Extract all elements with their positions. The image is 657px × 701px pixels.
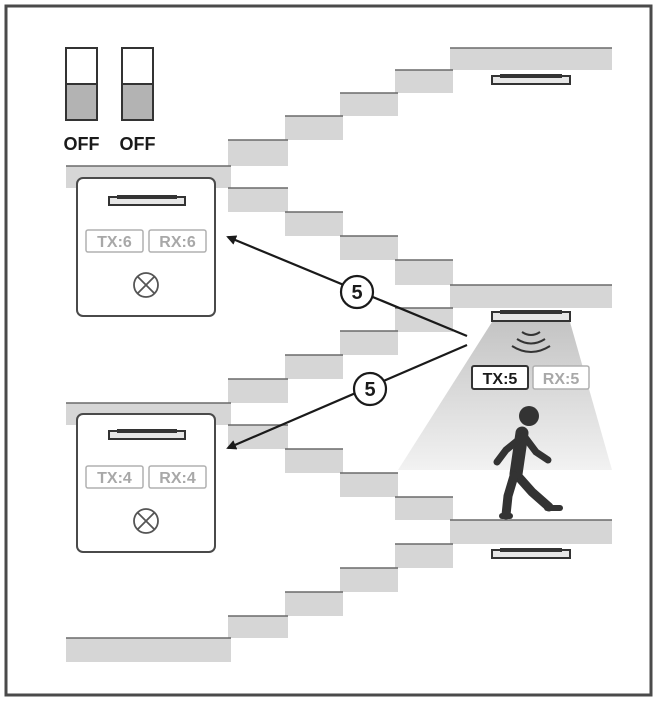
lower-unit-tx: TX:4 [97, 470, 132, 487]
motion-wave-icon [511, 331, 551, 353]
light-beam [398, 322, 612, 470]
switch-2-label: OFF [120, 134, 156, 154]
lower-unit-rx: RX:4 [159, 470, 196, 487]
upper-unit-tx: TX:6 [97, 234, 132, 251]
active-unit-rx: RX:5 [543, 371, 580, 388]
hop-badge-lower-label: 5 [364, 379, 375, 401]
lower-unit: TX:4 RX:4 [76, 413, 216, 553]
active-unit-tx: TX:5 [483, 371, 518, 388]
lower-staircase [66, 308, 612, 662]
walking-person-icon [493, 406, 563, 520]
lower-stair-edges [66, 307, 612, 639]
hop-badge-upper-label: 5 [351, 282, 362, 304]
switch-1[interactable]: OFF [64, 47, 100, 154]
switch-2[interactable]: OFF [120, 47, 156, 154]
lamp-off-icon [133, 508, 159, 534]
lamp-off-icon [133, 272, 159, 298]
hop-badge-upper: 5 [339, 274, 375, 310]
switch-1-label: OFF [64, 134, 100, 154]
upper-unit: TX:6 RX:6 [76, 177, 216, 317]
hop-badge-lower: 5 [352, 371, 388, 407]
upper-unit-rx: RX:6 [159, 234, 196, 251]
active-unit: TX:5 RX:5 [471, 310, 590, 390]
arrow-to-lower-unit [226, 343, 468, 450]
bottom-landing-lamp [491, 548, 571, 559]
top-landing-lamp [491, 74, 571, 85]
upper-stair-edges [66, 47, 612, 286]
